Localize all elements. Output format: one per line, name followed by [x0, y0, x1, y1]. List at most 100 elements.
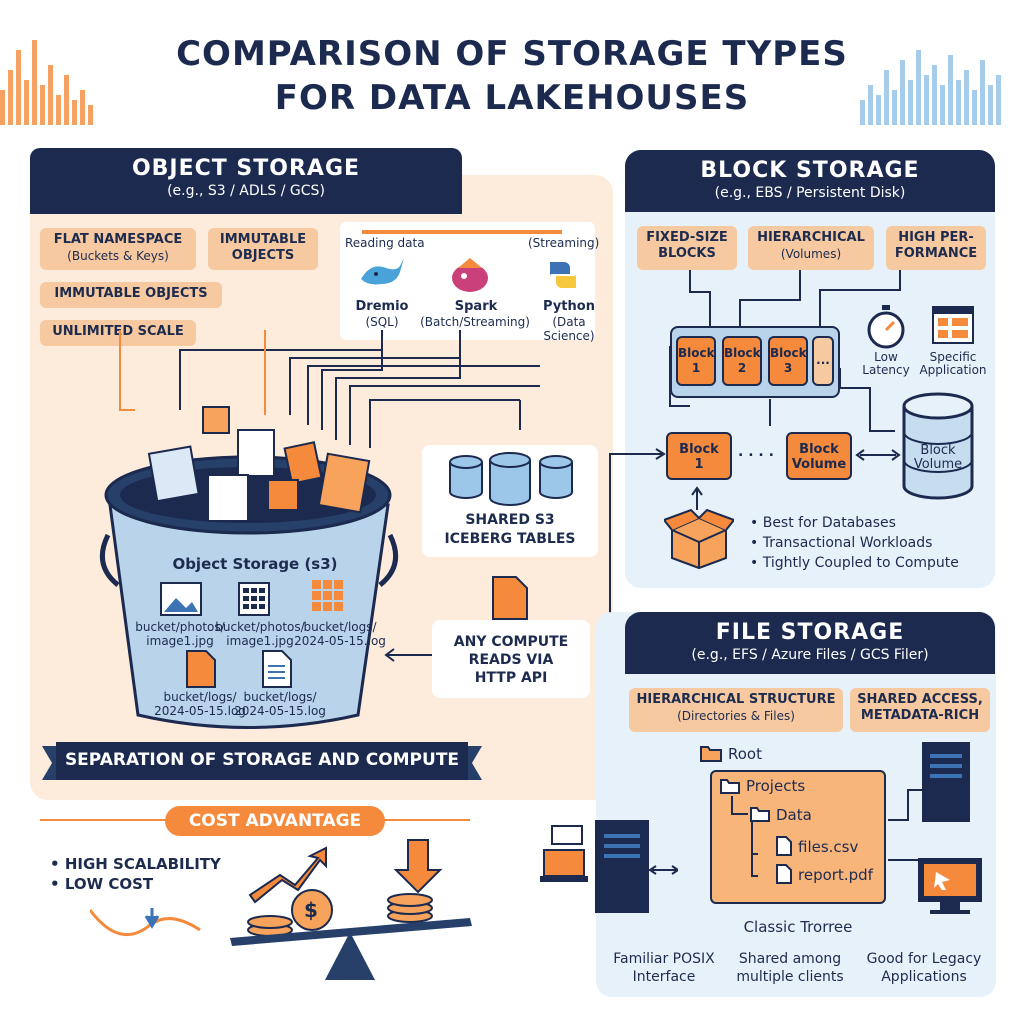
file-path-4: bucket/logs/	[163, 690, 237, 704]
feature-label: UNLIMITED SCALE	[52, 324, 184, 339]
reading-data-label: Reading data	[345, 236, 425, 250]
block-label: Block	[770, 346, 807, 360]
file-storage-header: FILE STORAGE (e.g., EFS / Azure Files / …	[625, 612, 995, 674]
application-window-icon	[932, 306, 974, 344]
file-footer-3: Good for Legacy Applications	[858, 950, 990, 986]
decor-bars-left	[0, 40, 93, 125]
engine-python-sub: (Data Science)	[543, 315, 595, 343]
cost-bullets: HIGH SCALABILITY LOW COST	[50, 854, 221, 894]
reading-bar	[362, 230, 562, 234]
tree-root: Root	[728, 745, 762, 763]
block-bullets: Best for Databases Transactional Workloa…	[750, 513, 959, 573]
stopwatch-icon	[867, 305, 905, 349]
double-arrow-icon	[855, 449, 901, 461]
footer-line: Shared among	[738, 951, 842, 967]
tree-file2: report.pdf	[798, 866, 873, 884]
block-bullet: Transactional Workloads	[750, 533, 959, 553]
feature-label: IMMUTABLE OBJECTS	[219, 232, 307, 263]
file-name-1: image1.jpg	[146, 634, 214, 648]
tree-projects: Projects	[746, 777, 806, 795]
block-ellipsis: ...	[812, 336, 834, 386]
tree-file1: files.csv	[798, 838, 859, 856]
cost-advantage-badge: COST ADVANTAGE	[165, 806, 385, 836]
block-dots: . . . .	[738, 444, 774, 460]
decor-bars-right	[860, 50, 1001, 125]
folder-icon	[720, 779, 740, 794]
engine-spark-name: Spark	[454, 299, 498, 314]
engine-dremio-sub: (SQL)	[365, 315, 399, 329]
box-icon	[664, 508, 734, 570]
block-feature-arrows	[689, 270, 901, 326]
feature-hierarchical-volumes: HIERARCHICAL (Volumes)	[748, 226, 874, 270]
image-file-icon	[160, 582, 202, 616]
block-storage-title: BLOCK STORAGE	[700, 158, 920, 183]
spark-icon	[452, 258, 488, 292]
block-volume-cylinder	[902, 392, 974, 500]
specific-app-line1: Specific	[929, 350, 977, 364]
block-label: Block	[799, 442, 839, 457]
client-server-illustration	[540, 820, 678, 913]
block-num: 3	[783, 361, 793, 375]
page-title-line1: COMPARISON OF STORAGE TYPES	[176, 34, 848, 74]
database-cylinders-icon	[449, 452, 573, 506]
block-storage-header: BLOCK STORAGE (e.g., EBS / Persistent Di…	[625, 150, 995, 212]
engine-arrows	[119, 330, 540, 448]
any-compute-line2: READS VIA	[468, 652, 554, 668]
block-2: Block 2	[722, 336, 762, 386]
block-bullet: Tightly Coupled to Compute	[750, 553, 959, 573]
object-storage-subtitle: (e.g., S3 / ADLS / GCS)	[167, 183, 325, 199]
file-name-4: 2024-05-15.log	[154, 704, 246, 718]
arrow-up-icon	[691, 486, 703, 510]
shared-tables-line2: ICEBERG TABLES	[444, 531, 576, 547]
feature-sub: (Directories & Files)	[677, 709, 795, 723]
feature-unlimited-scale: UNLIMITED SCALE	[40, 320, 196, 346]
feature-label: HIERARCHICAL	[757, 230, 865, 245]
block-1: Block 1	[676, 336, 716, 386]
file-path-3: bucket/logs/	[303, 620, 377, 634]
any-compute-line3: HTTP API	[474, 670, 548, 686]
feature-label: FORMANCE	[894, 246, 978, 261]
block-volume-box: Block Volume	[786, 432, 852, 480]
feature-sub: (Volumes)	[780, 247, 842, 261]
engine-python-name: Python	[543, 299, 595, 314]
any-compute-line1: ANY COMPUTE	[453, 634, 569, 650]
cost-seesaw-illustration: $	[90, 839, 472, 980]
feature-immutable-objects-2: IMMUTABLE OBJECTS	[40, 282, 222, 308]
file-footer-1: Familiar POSIX Interface	[604, 950, 724, 986]
svg-text:$: $	[304, 898, 318, 922]
log-grid-icon	[312, 580, 343, 611]
tree-lines	[731, 796, 758, 877]
block-num: Volume	[791, 457, 847, 472]
shared-tables-line1: SHARED S3	[465, 512, 555, 528]
orange-doc-icon	[186, 650, 216, 688]
block-label: Block	[724, 346, 761, 360]
block-num: 1	[691, 361, 701, 375]
feature-label: SHARED ACCESS,	[857, 692, 983, 707]
servers-illustration	[888, 742, 982, 914]
footer-line: Applications	[881, 969, 967, 985]
folder-icon	[750, 807, 770, 822]
feature-label: METADATA-RICH	[860, 708, 980, 723]
streaming-label: (Streaming)	[528, 236, 600, 250]
file-name-2: image1.jpg	[226, 634, 294, 648]
feature-sub: (Buckets & Keys)	[67, 249, 169, 263]
engine-spark-sub: (Batch/Streaming)	[420, 315, 530, 329]
block-storage-subtitle: (e.g., EBS / Persistent Disk)	[714, 185, 906, 201]
block-1-single: Block 1	[666, 432, 732, 480]
feature-label: BLOCKS	[658, 246, 716, 261]
block-bullet: Best for Databases	[750, 513, 959, 533]
narwhal-icon	[361, 258, 404, 285]
python-icon	[550, 262, 576, 288]
block-label: Block	[679, 442, 719, 457]
feature-high-performance: HIGH PER- FORMANCE	[886, 226, 986, 270]
block-label: Block	[678, 346, 715, 360]
grid-file-icon	[238, 582, 270, 616]
tree-data: Data	[776, 806, 812, 824]
feature-fixed-size-blocks: FIXED-SIZE BLOCKS	[637, 226, 737, 270]
page-title-line2: FOR DATA LAKEHOUSES	[274, 78, 750, 118]
bucket-illustration	[99, 406, 399, 729]
latency-line2: Latency	[862, 363, 910, 377]
folder-icon	[700, 746, 722, 762]
tree-caption: Classic Trorree	[743, 918, 853, 936]
file-name-5: 2024-05-15.log	[234, 704, 326, 718]
